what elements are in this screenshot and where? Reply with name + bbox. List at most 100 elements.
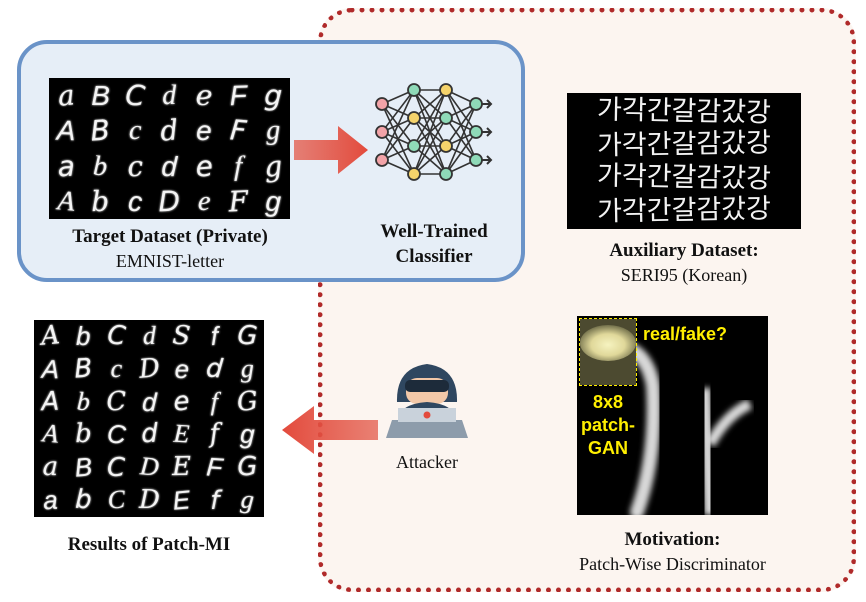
nn-node	[469, 97, 483, 111]
result-glyph: G	[236, 320, 259, 352]
nn-node	[439, 83, 453, 97]
target-glyph: A	[56, 184, 77, 218]
result-glyph: f	[209, 419, 221, 451]
real-fake-question: real/fake?	[643, 324, 728, 344]
result-glyph: S	[171, 320, 192, 352]
result-glyph: e	[174, 353, 190, 384]
result-glyph: b	[76, 386, 91, 417]
nn-node	[375, 153, 389, 167]
result-glyph: D	[138, 451, 160, 483]
nn-connection	[445, 131, 477, 175]
motivation-subtitle: Patch-Wise Discriminator	[579, 554, 766, 574]
result-glyph: C	[105, 386, 127, 418]
nn-connection	[413, 145, 447, 175]
target-glyph: e	[196, 114, 212, 146]
motivation-title: Motivation:	[624, 529, 721, 550]
attacker-icon	[386, 364, 468, 438]
nn-connection	[381, 89, 415, 161]
results-title: Results of Patch-MI	[67, 534, 231, 555]
arrow-right-icon	[294, 126, 368, 174]
target-glyph: c	[128, 114, 142, 146]
result-glyph: A	[39, 320, 62, 353]
result-glyph: E	[172, 452, 192, 483]
nn-node	[469, 125, 483, 139]
target-glyph: d	[162, 79, 177, 111]
result-glyph: G	[235, 386, 260, 418]
result-glyph: E	[173, 419, 191, 450]
target-glyph: g	[262, 148, 284, 184]
auxiliary-title: Auxiliary Dataset:	[609, 240, 759, 261]
target-glyph: B	[91, 79, 110, 111]
patch-label-line1: 8x8	[592, 392, 624, 412]
target-glyph: C	[123, 78, 147, 113]
nn-connection	[413, 89, 447, 175]
target-subtitle: EMNIST-letter	[115, 251, 225, 271]
target-glyph: B	[89, 113, 112, 149]
nn-node	[407, 167, 421, 181]
result-glyph: f	[210, 387, 219, 417]
result-glyph: D	[138, 485, 160, 516]
target-glyph: g	[264, 185, 282, 217]
result-glyph: C	[105, 320, 127, 353]
attacker-label: Attacker	[396, 452, 458, 472]
nn-connection	[445, 103, 477, 147]
result-glyph: C	[106, 484, 126, 516]
target-glyph: f	[234, 150, 243, 182]
target-glyph: F	[227, 184, 249, 219]
result-glyph: A	[41, 419, 60, 450]
neural-network-icon	[375, 83, 493, 181]
result-glyph: C	[107, 452, 126, 483]
target-glyph: d	[161, 149, 178, 182]
target-glyph: a	[57, 149, 76, 183]
patch-highlight	[579, 318, 637, 386]
target-glyph: F	[228, 113, 248, 149]
result-glyph: a	[42, 452, 59, 483]
target-glyph: e	[196, 185, 211, 217]
nn-output-arrow	[482, 127, 493, 137]
nn-connection	[413, 117, 447, 175]
target-glyph: e	[194, 149, 214, 184]
result-glyph: b	[74, 485, 93, 516]
nn-node	[439, 139, 453, 153]
result-glyph: b	[76, 320, 91, 351]
nn-node	[439, 111, 453, 125]
target-glyph: e	[194, 78, 214, 113]
nn-connection	[413, 89, 447, 119]
nn-output-arrow	[482, 99, 493, 109]
result-glyph: d	[141, 386, 157, 417]
nn-node	[407, 139, 421, 153]
nn-node	[375, 97, 389, 111]
result-glyph: g	[239, 419, 256, 450]
patch-label-line3: GAN	[588, 438, 628, 458]
result-glyph: e	[172, 386, 191, 418]
nn-connection	[381, 89, 415, 133]
target-glyph: F	[229, 79, 248, 111]
nn-connection	[445, 103, 477, 175]
result-glyph: b	[74, 419, 92, 451]
target-glyph: D	[158, 184, 181, 219]
result-glyph: F	[205, 451, 224, 483]
result-glyph: d	[205, 353, 225, 385]
result-glyph: E	[171, 484, 192, 516]
nn-output-arrow	[482, 155, 493, 165]
target-glyph: A	[56, 114, 77, 147]
nn-node	[439, 167, 453, 181]
arrow-left-icon	[282, 406, 378, 454]
result-glyph: d	[142, 321, 156, 351]
nn-node	[407, 111, 421, 125]
nn-node	[375, 125, 389, 139]
target-title: Target Dataset (Private)	[72, 226, 268, 247]
auxiliary-row: 가각간갈감갔강	[596, 127, 772, 162]
classifier-label-line1: Well-Trained	[380, 221, 488, 242]
nn-node	[469, 153, 483, 167]
result-glyph: f	[210, 485, 220, 516]
patch-label-line2: patch-	[581, 415, 635, 435]
target-glyph: b	[91, 184, 110, 219]
target-glyph: a	[56, 78, 76, 113]
auxiliary-row: 가각간갈감갔강	[596, 94, 772, 129]
result-glyph: B	[73, 353, 94, 385]
target-glyph: b	[92, 149, 109, 182]
nn-connection	[381, 117, 415, 161]
